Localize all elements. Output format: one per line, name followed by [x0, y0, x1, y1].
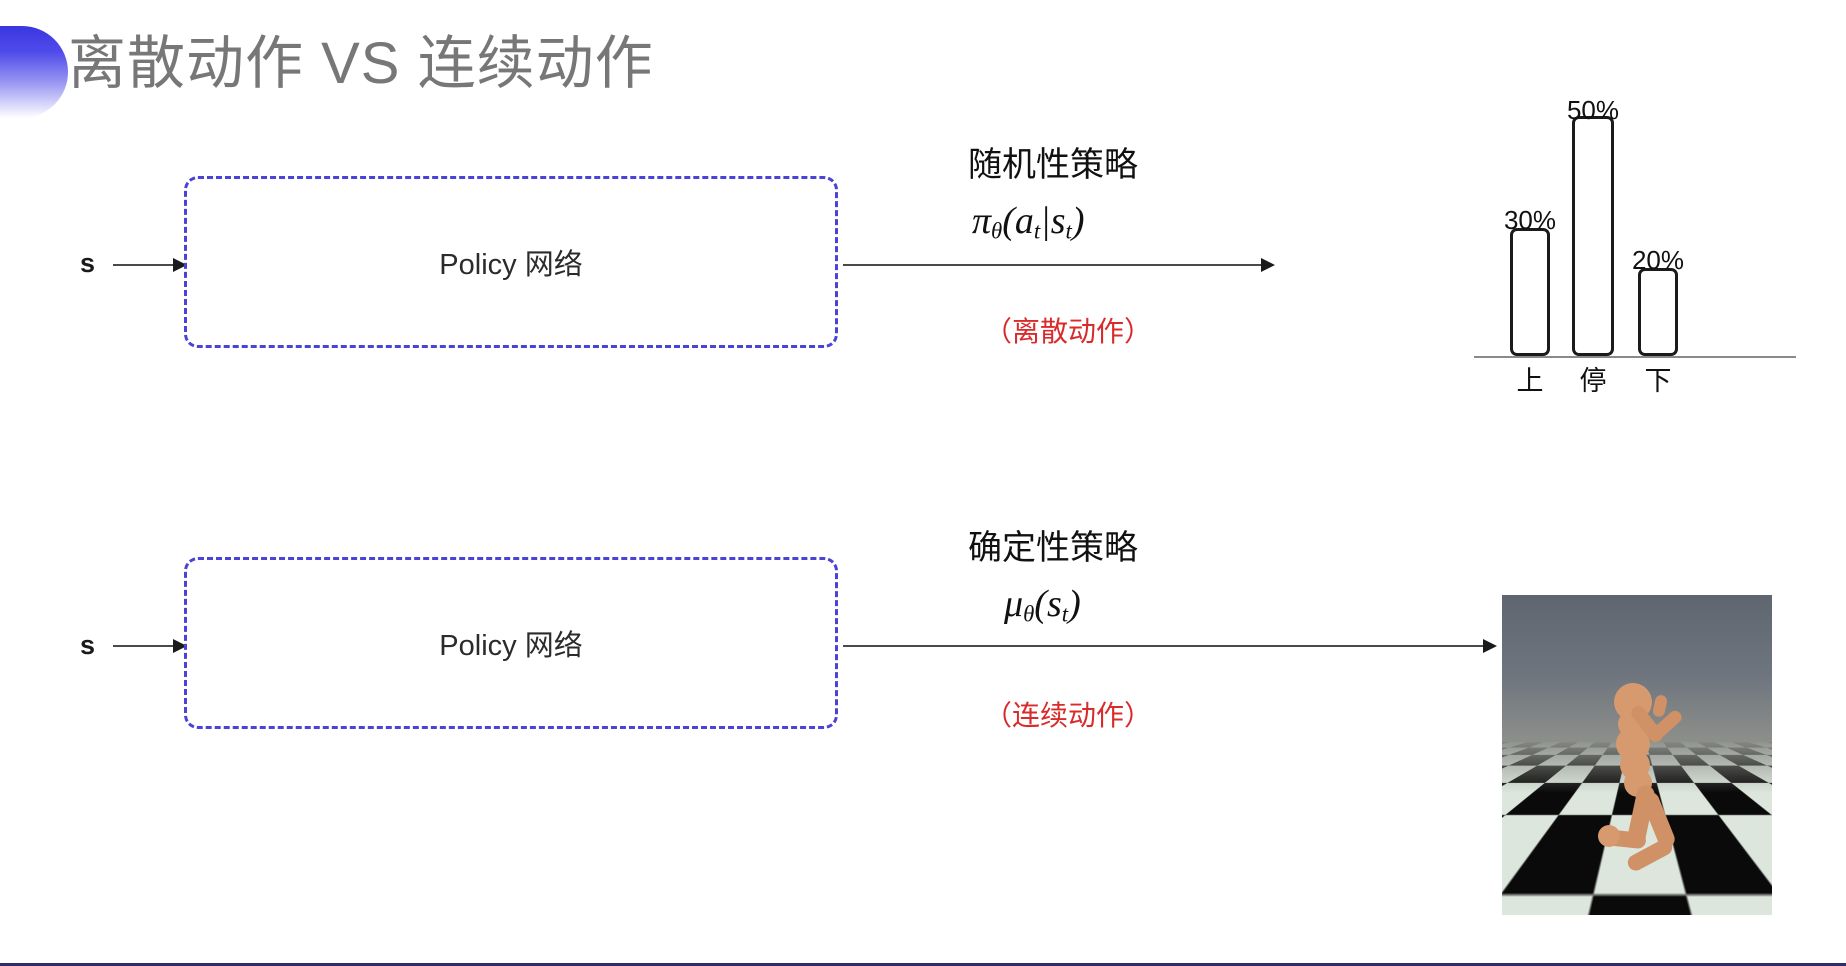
formula-s-subscript-continuous: t	[1061, 601, 1069, 627]
formula-a-subscript-discrete: t	[1033, 218, 1041, 244]
policy-formula-discrete: πθ(at|st)	[972, 199, 1085, 245]
bar-value-up: 30%	[1503, 205, 1557, 235]
policy-kind-discrete: 随机性策略	[968, 146, 1138, 184]
slide-bottom-rule	[0, 963, 1846, 966]
bar-tick-up: 上	[1516, 366, 1544, 396]
formula-open-paren-continuous: (	[1034, 583, 1047, 625]
arrow-policy-to-output-continuous	[843, 639, 1497, 653]
formula-a-discrete: a	[1014, 200, 1034, 242]
bar-stop	[1572, 116, 1614, 356]
page-title: 离散动作 VS 连续动作	[68, 31, 654, 96]
policy-note-continuous: （连续动作）	[984, 700, 1153, 731]
policy-network-box-discrete[interactable]: Policy 网络	[184, 176, 838, 348]
formula-theta-continuous: θ	[1023, 601, 1035, 627]
formula-close-paren-discrete: )	[1071, 200, 1085, 242]
bar-value-stop: 50%	[1566, 95, 1620, 125]
formula-s-continuous: s	[1046, 583, 1062, 625]
policy-network-label-discrete: Policy 网络	[439, 249, 583, 281]
bar-down	[1638, 268, 1678, 356]
state-label-continuous: s	[80, 630, 96, 660]
bar-tick-down: 下	[1644, 366, 1672, 396]
bar-value-down: 20%	[1631, 245, 1685, 275]
policy-note-discrete: （离散动作）	[984, 316, 1153, 347]
arrow-policy-to-output-discrete	[843, 258, 1275, 272]
formula-open-paren-discrete: (	[1002, 200, 1015, 242]
formula-conditional-bar-discrete: |	[1040, 200, 1051, 242]
policy-formula-continuous: μθ(st)	[1004, 582, 1081, 628]
bar-tick-stop: 停	[1579, 366, 1607, 396]
policy-kind-continuous: 确定性策略	[968, 529, 1138, 567]
bar-up	[1510, 228, 1550, 356]
humanoid-simulation-image	[1502, 595, 1772, 915]
arrow-state-to-policy-continuous	[113, 639, 187, 653]
formula-close-paren-continuous: )	[1068, 583, 1081, 625]
formula-pi-discrete: π	[972, 200, 992, 242]
policy-network-label-continuous: Policy 网络	[439, 630, 583, 662]
policy-network-box-continuous[interactable]: Policy 网络	[184, 557, 838, 729]
action-probability-bar-chart: 30% 上 50% 停 20% 下	[1470, 95, 1800, 400]
title-bullet-decoration	[0, 26, 68, 118]
formula-s-discrete: s	[1050, 200, 1066, 242]
chart-baseline-axis	[1474, 356, 1796, 358]
formula-s-subscript-discrete: t	[1065, 218, 1072, 244]
arrow-state-to-policy-discrete	[113, 258, 187, 272]
state-label-discrete: s	[80, 248, 96, 278]
formula-theta-discrete: θ	[991, 218, 1003, 244]
formula-mu-continuous: μ	[1004, 583, 1024, 625]
humanoid-knee-back	[1598, 825, 1620, 847]
